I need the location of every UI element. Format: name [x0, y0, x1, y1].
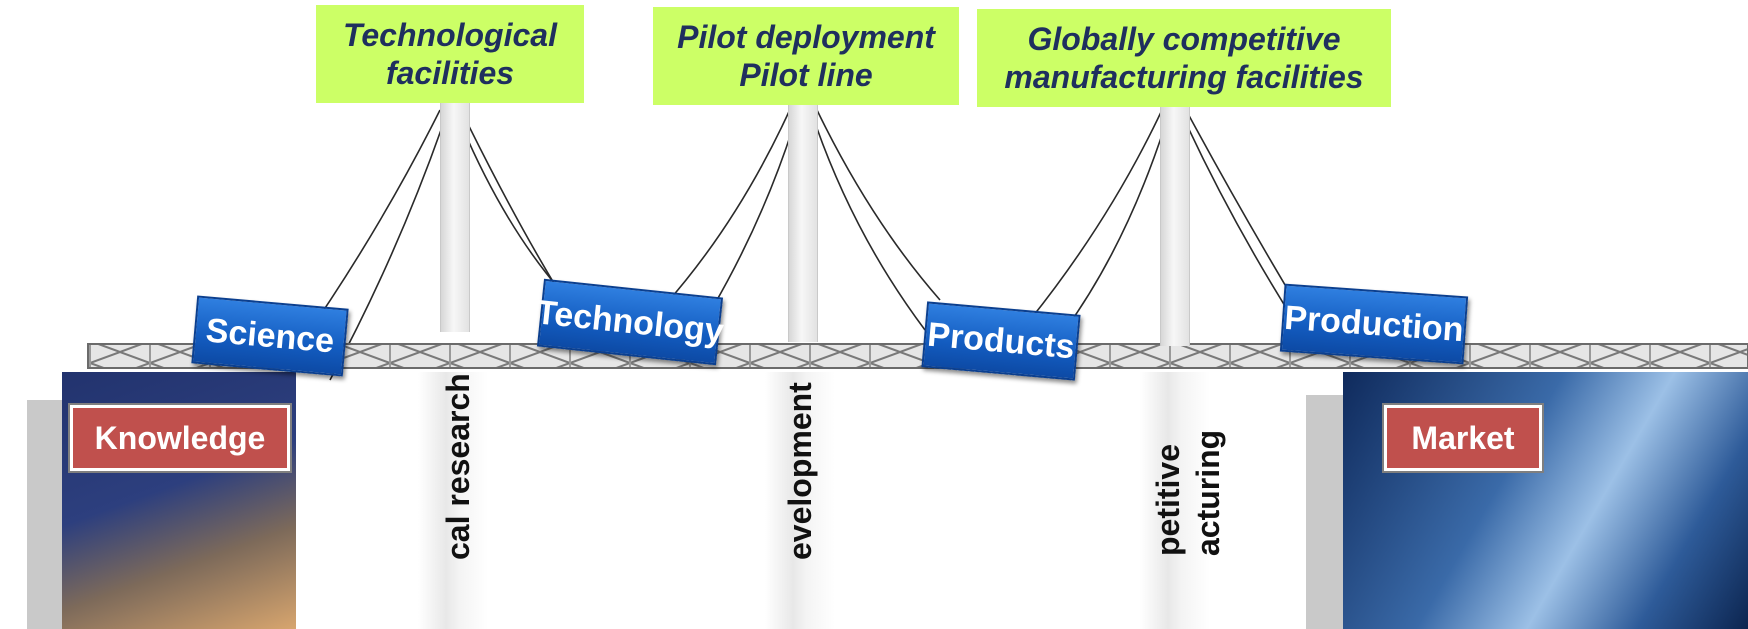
top-label-line: Pilot line	[739, 57, 873, 93]
top-label-pilot: Pilot deployment Pilot line	[653, 7, 959, 105]
tower-1	[440, 96, 470, 332]
pillar-text-development: evelopment	[782, 382, 818, 560]
pillar-text-research: cal research	[440, 373, 476, 560]
sign-production: Production	[1279, 283, 1469, 365]
top-label-line: Pilot deployment	[677, 19, 935, 55]
top-label-line: Globally competitive	[1027, 21, 1341, 57]
tower-3	[1160, 100, 1190, 346]
top-label-line: facilities	[385, 55, 515, 91]
tower-2	[788, 96, 818, 342]
top-label-line: Technological	[343, 17, 557, 53]
pillar-text-manufacturing: acturing	[1190, 429, 1226, 556]
endpoint-market: Market	[1382, 403, 1544, 473]
bridge-deck	[87, 343, 1748, 369]
pillar-text-competitive: petitive	[1150, 443, 1186, 556]
lower-pillar-2	[765, 372, 835, 629]
top-label-technological-facilities: Technological facilities	[316, 5, 584, 103]
sign-science: Science	[191, 295, 349, 377]
sign-products: Products	[921, 301, 1081, 381]
top-label-line: manufacturing facilities	[1004, 59, 1364, 95]
lower-pillar-3	[1140, 372, 1210, 629]
endpoint-knowledge: Knowledge	[68, 403, 292, 473]
lower-pillar-1	[418, 372, 488, 629]
top-label-manufacturing: Globally competitive manufacturing facil…	[977, 9, 1391, 107]
